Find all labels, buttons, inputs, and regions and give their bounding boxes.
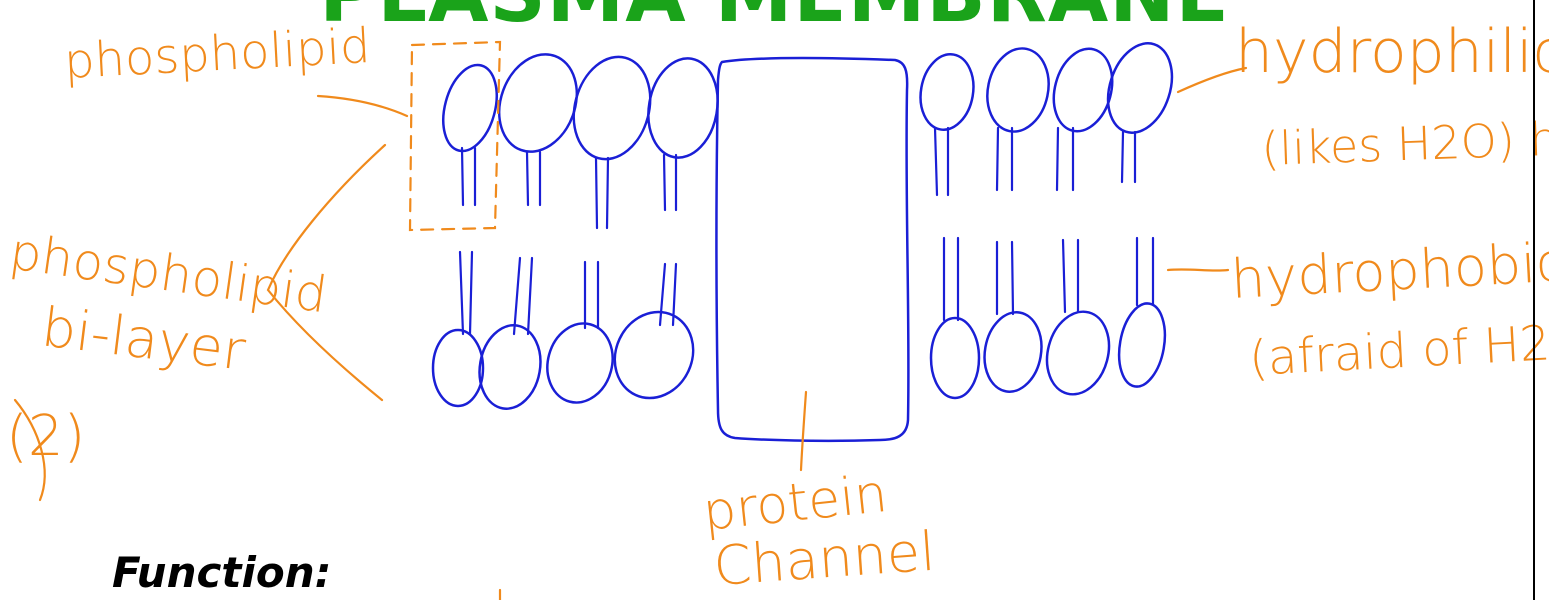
label-bilayer-3: (2) <box>6 404 85 469</box>
phospholipid-tail <box>1055 126 1060 192</box>
label-hydrophilic-1: hydrophilic <box>1235 17 1549 87</box>
label-hydrophobic-1: hydrophobic tail <box>1229 225 1549 311</box>
phospholipid-head <box>1117 302 1167 388</box>
protein-pointer <box>799 390 808 472</box>
phospholipid-head <box>919 53 975 131</box>
phospholipid-head <box>929 316 981 400</box>
phospholipid-pointer <box>316 94 409 118</box>
label-hydrophilic-2: (likes H2O) head <box>1260 109 1549 176</box>
phospholipid-tail <box>525 150 530 207</box>
phospholipid-head <box>478 324 542 410</box>
phospholipid-tail <box>605 156 610 230</box>
annotation-strokes <box>13 40 1248 600</box>
protein-channel <box>715 56 910 443</box>
phospholipid-head <box>431 328 485 408</box>
phospholipid-tail <box>526 256 534 336</box>
phospholipid-tail <box>933 126 939 197</box>
label-protein-2: Channel <box>712 520 938 598</box>
hydrophobic-pointer <box>1166 268 1230 272</box>
phospholipid-head <box>546 322 614 404</box>
phospholipid-tail <box>458 250 465 336</box>
phospholipid-tail <box>460 146 465 207</box>
function-label: Function: <box>112 548 332 597</box>
hydrophilic-pointer <box>1176 66 1248 94</box>
phospholipid-head <box>647 57 719 159</box>
phospholipid-tail <box>662 153 667 212</box>
phospholipid-tail <box>468 250 474 336</box>
phospholipid-tail <box>658 262 667 327</box>
phospholipid-tail <box>995 126 1000 192</box>
bilayer-left-arc <box>13 398 46 502</box>
slide-border <box>1533 0 1535 600</box>
bilayer-bracket <box>266 143 387 402</box>
phospholipid-head <box>1045 310 1111 396</box>
phospholipid-tail <box>1010 240 1015 316</box>
phospholipid-head <box>572 55 652 161</box>
phospholipid-head <box>1106 42 1174 134</box>
phospholipid-tails <box>458 126 1155 336</box>
phospholipid-head <box>986 47 1050 133</box>
phospholipid-heads <box>431 42 1174 410</box>
phospholipid-tail <box>594 156 599 230</box>
phospholipid-head <box>983 311 1043 393</box>
phospholipid-tail <box>671 262 678 327</box>
phospholipid-head <box>613 310 695 400</box>
phospholipid-tail <box>1120 130 1125 184</box>
phospholipid-head <box>442 63 498 153</box>
label-hydrophobic-2: (afraid of H2O) <box>1248 312 1549 387</box>
slide-title: PLASMA MEMBRANE <box>0 0 1549 40</box>
label-phospholipid: phospholipid <box>63 18 372 90</box>
phospholipid-tail <box>512 256 522 336</box>
phospholipid-tail <box>1061 238 1067 314</box>
phospholipid-highlight-box <box>408 40 502 232</box>
